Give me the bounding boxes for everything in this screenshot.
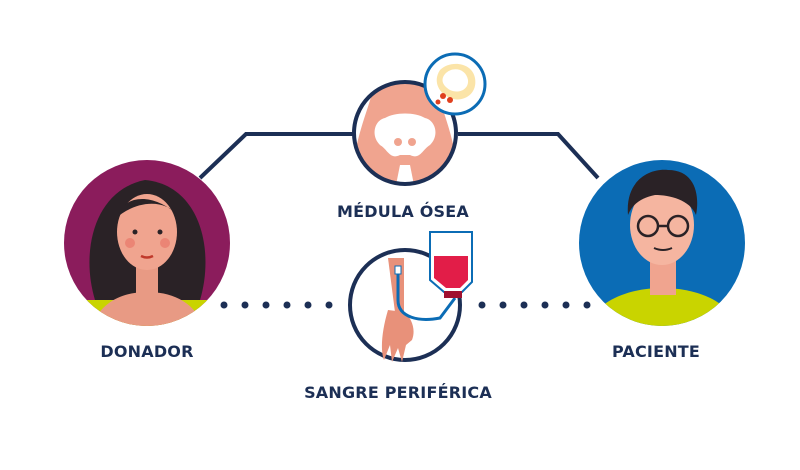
bone-marrow-icon: [352, 80, 458, 186]
connector-donor-marrow: [198, 132, 355, 180]
dotted-connector-left: [220, 301, 333, 309]
peripheral-blood-icon: [348, 231, 473, 362]
bone-marrow-detail-icon: [423, 52, 487, 116]
connector-marrow-patient: [458, 132, 600, 180]
blood-bag-icon: [429, 231, 473, 298]
donor-avatar: [64, 160, 230, 326]
patient-avatar: [579, 160, 745, 326]
patient-label: PACIENTE: [611, 342, 701, 361]
peripheral-blood-label: SANGRE PERIFÉRICA: [304, 383, 492, 402]
dotted-connector-right: [478, 301, 591, 309]
donor-label: DONADOR: [100, 342, 194, 361]
bone-marrow-label: MÉDULA ÓSEA: [337, 202, 469, 221]
